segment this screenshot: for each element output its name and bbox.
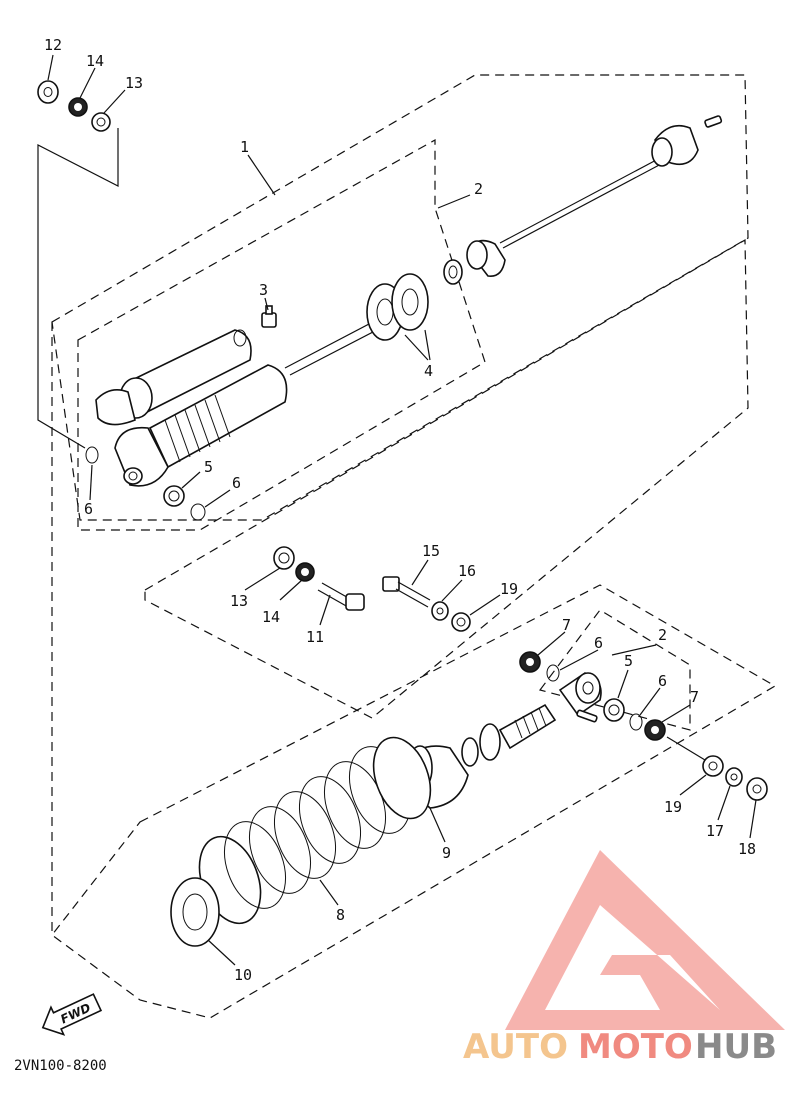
bolt-11 — [317, 582, 365, 611]
spring-guide-9 — [399, 703, 557, 809]
callout-5-lower: 5 — [624, 652, 633, 670]
callout-6-lower-left: 6 — [594, 634, 603, 652]
nut-12 — [37, 80, 59, 104]
group-outlines — [37, 74, 777, 1019]
callout-15: 15 — [422, 542, 440, 560]
bolt-15 — [382, 576, 431, 608]
callout-14-top: 14 — [86, 52, 104, 70]
callout-11: 11 — [306, 628, 324, 646]
collar-14-top — [68, 97, 88, 117]
nut-18 — [746, 777, 768, 801]
circlip-6-upper — [190, 503, 206, 521]
bushing-7-left — [519, 651, 541, 673]
adjuster-ring-4 — [366, 273, 429, 341]
reservoir-tank — [95, 329, 252, 426]
bushing-13-mid — [273, 546, 295, 570]
shock-absorber-body — [114, 311, 397, 487]
collar-14-mid — [295, 562, 315, 582]
diagram-code: 2VN100-8200 — [14, 1058, 107, 1074]
lower-clevis — [558, 672, 602, 723]
nut-19-lower — [702, 755, 724, 777]
callout-18: 18 — [738, 840, 756, 858]
watermark-logo — [505, 850, 785, 1030]
circlip-6-lower-left — [546, 664, 560, 682]
callout-4: 4 — [424, 362, 433, 380]
spring-seat-10 — [170, 877, 220, 947]
circlip-6-lower-right — [629, 713, 643, 731]
bushing-5-upper — [163, 485, 185, 507]
spring-8 — [198, 736, 432, 925]
valve-3 — [261, 305, 277, 328]
nut-19-mid — [451, 612, 471, 632]
bushing-5-lower — [603, 698, 625, 722]
washer-16 — [431, 601, 449, 621]
callout-3: 3 — [259, 281, 268, 299]
callout-13-top: 13 — [125, 74, 143, 92]
callout-6-upper: 6 — [232, 474, 241, 492]
callout-5-upper: 5 — [204, 458, 213, 476]
callout-12: 12 — [44, 36, 62, 54]
callout-13-mid: 13 — [230, 592, 248, 610]
callout-7-left: 7 — [562, 616, 571, 634]
callout-9: 9 — [442, 844, 451, 862]
washer-17 — [725, 767, 743, 787]
watermark-text-moto: MOTO — [578, 1027, 693, 1067]
damper-rod-assembly-2 — [443, 115, 723, 285]
callout-17: 17 — [706, 822, 724, 840]
callout-1: 1 — [240, 138, 249, 156]
callout-19-mid: 19 — [500, 580, 518, 598]
callout-8: 8 — [336, 906, 345, 924]
callout-16: 16 — [458, 562, 476, 580]
watermark-text-auto: AUTO — [463, 1027, 568, 1067]
callout-labels: 12 14 13 1 2 3 4 5 6 6 13 14 11 15 16 19… — [44, 36, 756, 984]
fwd-arrow: FWD — [41, 993, 103, 1036]
watermark-text-hub: HUB — [695, 1027, 777, 1067]
callout-2-lower: 2 — [658, 626, 667, 644]
bushing-7-right — [644, 719, 666, 741]
callout-6-lower-right: 6 — [658, 672, 667, 690]
callout-6-left: 6 — [84, 500, 93, 518]
callout-19-lower: 19 — [664, 798, 682, 816]
bushing-13-top — [91, 112, 111, 132]
callout-7-right: 7 — [690, 688, 699, 706]
leader-lines — [47, 54, 757, 966]
circlip-6-left — [85, 446, 99, 464]
callout-14-mid: 14 — [262, 608, 280, 626]
callout-2-top: 2 — [474, 180, 483, 198]
callout-10: 10 — [234, 966, 252, 984]
